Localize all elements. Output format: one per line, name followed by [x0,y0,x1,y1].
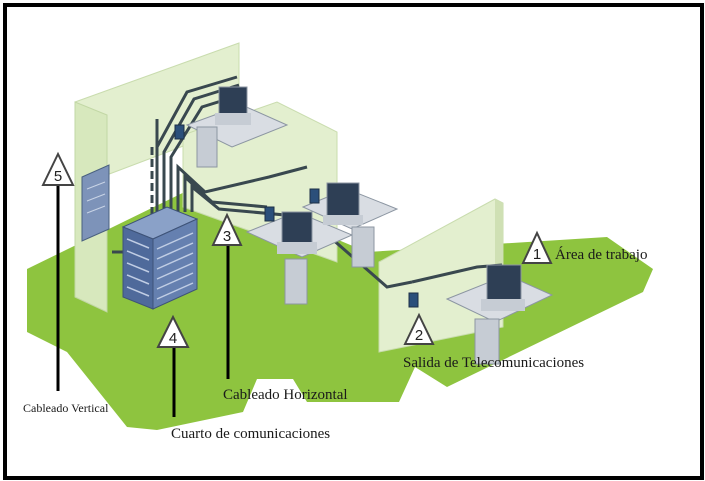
label-cableado-vertical: Cableado Vertical [23,401,109,415]
marker-4-number: 4 [169,330,177,347]
marker-3: 3 [211,212,243,246]
marker-5: 5 [41,151,75,186]
label-cableado-horizontal: Cableado Horizontal [223,387,348,403]
label-leader-lines [56,185,230,417]
server-rack-icon [121,206,199,310]
workstation-room1 [185,86,289,168]
marker-5-number: 5 [54,168,62,185]
marker-2-number: 2 [415,327,423,344]
workstation-room3 [445,264,554,365]
network-cabling-diagram: 1 2 3 4 5 [27,42,653,430]
label-salida-telecomunicaciones: Salida de Telecomunicaciones [403,355,585,371]
label-cuarto-comunicaciones: Cuarto de comunicaciones [171,426,331,442]
diagram-frame: 1 2 3 4 5 Área de trabajo Salida de Tele… [3,3,704,480]
marker-2: 2 [403,312,435,345]
marker-3-number: 3 [223,228,231,245]
workstation-room2-b [301,182,399,268]
wall-panel-icon [81,164,110,242]
telecom-outlet-icon [174,124,419,308]
marker-4: 4 [156,314,190,348]
label-area-de-trabajo: Área de trabajo [555,247,648,263]
marker-1: 1 [521,230,553,264]
marker-1-number: 1 [533,246,541,263]
